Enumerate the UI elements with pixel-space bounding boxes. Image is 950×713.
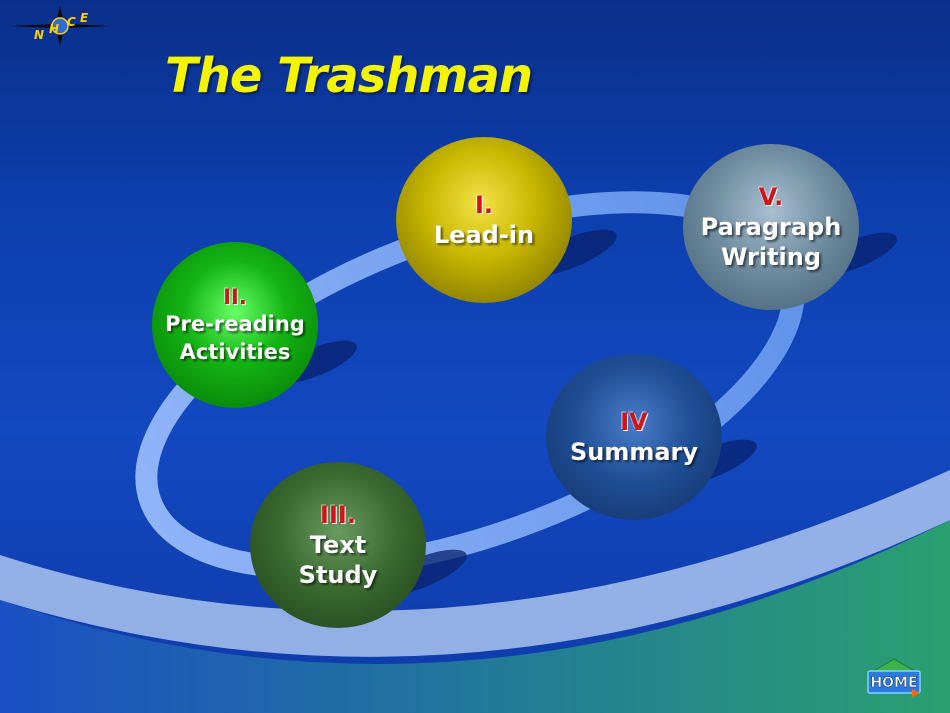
sphere-label: Paragraph (700, 213, 842, 241)
sphere-label: Summary (569, 438, 699, 466)
sphere-numeral: IV (620, 408, 648, 436)
sphere-label: Activities (179, 340, 291, 364)
sphere-numeral: III. (320, 501, 356, 529)
sphere-paragraph-writing-button[interactable]: V. Paragraph Writing (683, 144, 859, 310)
sphere-label: Study (298, 561, 378, 589)
logo-letter: E (80, 11, 89, 25)
sphere-pre-reading-button[interactable]: II. Pre-reading Activities (152, 242, 318, 408)
home-button[interactable]: HOME (864, 657, 924, 697)
sphere-label: Writing (720, 243, 822, 271)
sphere-label: Lead-in (433, 221, 535, 249)
logo-letter: H (49, 22, 59, 36)
sphere-label: Text (309, 531, 367, 559)
sphere-summary-button[interactable]: IV Summary (546, 354, 722, 520)
sphere-numeral: I. (474, 191, 494, 219)
sphere-numeral: V. (758, 183, 784, 211)
logo-letter: N (34, 28, 44, 42)
logo-letter: C (67, 15, 76, 29)
sphere-numeral: II. (223, 285, 247, 309)
nhce-logo: N H C E (8, 6, 112, 46)
arrow-icon (912, 689, 920, 697)
sphere-lead-in-button[interactable]: I. Lead-in (396, 137, 572, 303)
sphere-text-study-button[interactable]: III. Text Study (250, 462, 426, 628)
sphere-label: Pre-reading (165, 312, 305, 336)
home-label: HOME (870, 675, 917, 691)
slide-title: The Trashman (165, 48, 533, 104)
